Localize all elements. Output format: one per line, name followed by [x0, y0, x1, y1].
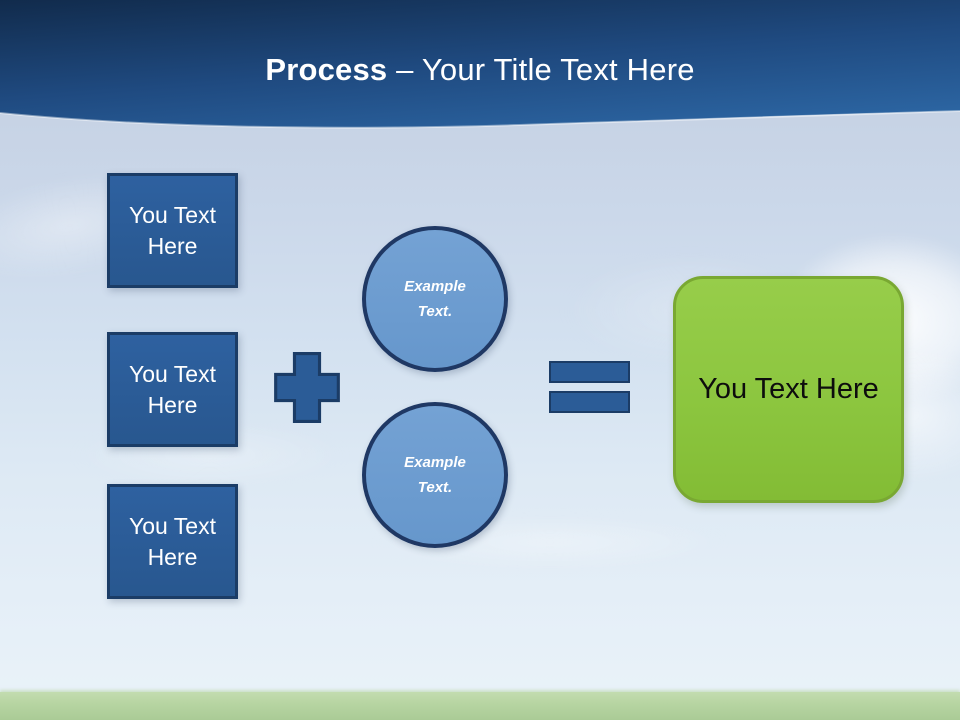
example-circle-2-label: Example Text.: [404, 454, 466, 496]
input-box-2-label: You Text Here: [129, 360, 216, 418]
slide-title-bold: Process: [265, 52, 388, 87]
result-box-label: You Text Here: [698, 373, 879, 405]
slide-title-rest: – Your Title Text Here: [387, 52, 695, 87]
slide-title: Process – Your Title Text Here: [0, 52, 960, 88]
result-box[interactable]: You Text Here: [673, 276, 904, 503]
example-circle-1-label: Example Text.: [404, 278, 466, 320]
example-circle-2[interactable]: Example Text.: [362, 402, 508, 548]
input-box-1[interactable]: You Text Here: [107, 173, 238, 288]
plus-icon: [274, 352, 340, 423]
equals-icon: [549, 391, 630, 413]
input-box-3[interactable]: You Text Here: [107, 484, 238, 599]
example-circle-1[interactable]: Example Text.: [362, 226, 508, 372]
header-band: [0, 0, 960, 129]
input-box-2[interactable]: You Text Here: [107, 332, 238, 447]
input-box-3-label: You Text Here: [129, 512, 216, 570]
grass-strip: [0, 692, 960, 720]
input-box-1-label: You Text Here: [129, 201, 216, 259]
equals-icon: [549, 361, 630, 383]
